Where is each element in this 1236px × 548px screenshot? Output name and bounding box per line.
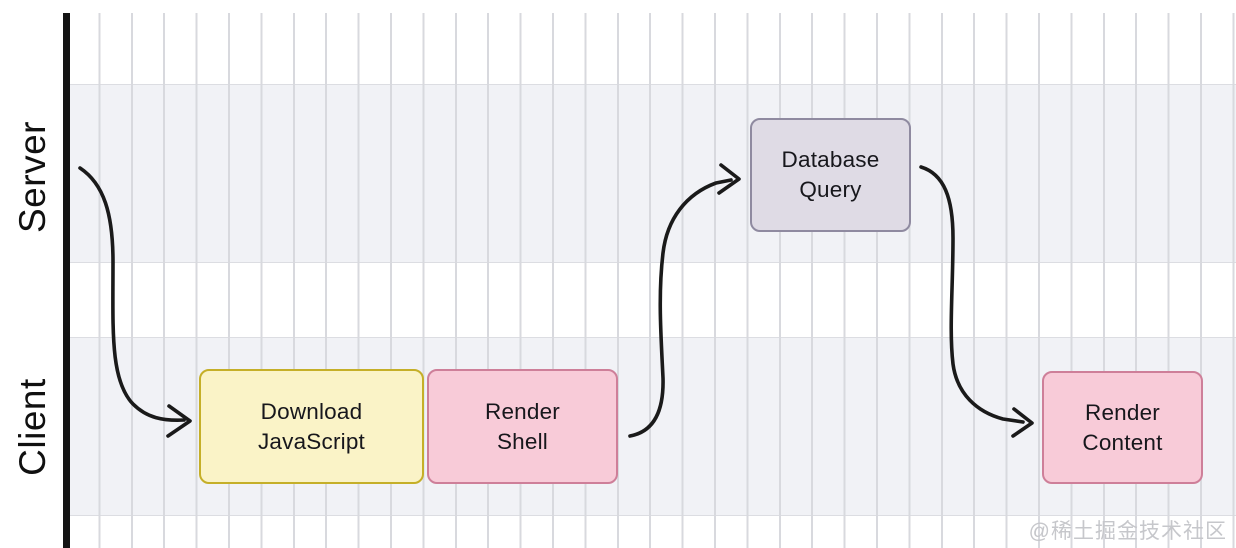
watermark: @稀土掘金技术社区 [1028,520,1227,543]
timeline-axis [63,13,70,548]
arrow-render-shell-to-database-query [628,163,741,438]
node-render-shell: Render Shell [427,369,618,484]
node-database-query: Database Query [750,118,911,232]
arrow-database-query-to-render-content [919,165,1034,438]
node-download-javascript: Download JavaScript [199,369,424,484]
arrow-start-to-download-javascript [78,166,192,438]
node-render-content: Render Content [1042,371,1203,484]
